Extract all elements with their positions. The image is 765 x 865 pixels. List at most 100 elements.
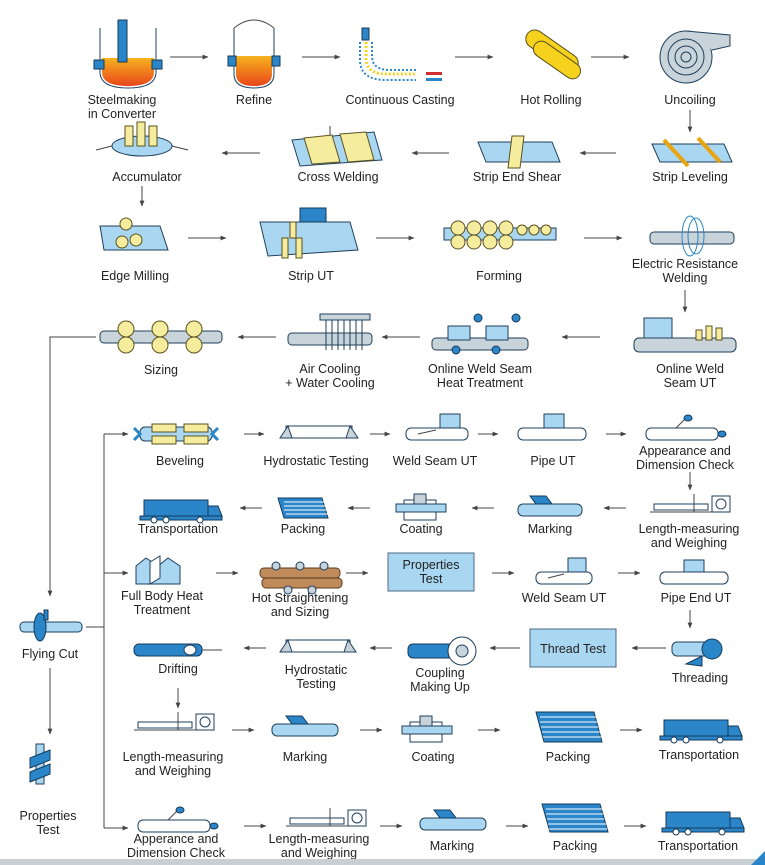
label-marking-3: Marking [430,839,475,853]
refine-ladle-icon [227,19,281,89]
packing-3-icon [541,803,609,833]
strip-ut-icon [259,207,359,259]
truck-2-icon [659,719,743,744]
label-strip-end-shear: Strip End Shear [473,170,561,184]
label-pipe-ut: Pipe UT [530,454,576,468]
label-pipe-end-ut: Pipe End UT [661,591,732,605]
thread-test-box-label: Thread Test [540,642,606,656]
label-flying-cut: Flying Cut [22,647,79,661]
thread-test-box: Thread Test [529,628,617,668]
pipe-end-ut-icon [659,559,729,585]
label-beveling: Beveling [156,454,204,468]
corner-accent [751,851,765,865]
label-marking-1: Marking [528,522,573,536]
label-forming: Forming [476,269,522,283]
flying-cut-icon [19,609,83,642]
label-air-water-cooling: Air Cooling+ Water Cooling [285,362,375,390]
threading-icon [671,638,723,667]
label-hot-rolling: Hot Rolling [520,93,581,107]
marking-2-icon [271,715,339,737]
label-coating-2: Coating [411,750,454,764]
hydrostatic-1-icon [279,424,359,439]
properties-test-left-icon [29,743,51,785]
label-strip-leveling: Strip Leveling [652,170,728,184]
length-weighing-1-icon [650,494,731,513]
label-drifting: Drifting [158,662,198,676]
strip-leveling-icon [651,136,733,168]
hot-rolling-icon [525,29,582,80]
label-weld-seam-ut-1: Weld Seam UT [393,454,478,468]
label-transportation-1: Transportation [138,522,218,536]
edge-milling-icon [99,217,169,251]
label-continuous-casting: Continuous Casting [345,93,454,107]
drifting-icon [133,643,222,657]
marking-3-icon [419,809,487,831]
coupling-icon [407,636,477,666]
strip-end-shear-icon [477,135,561,169]
weld-seam-ut-2-icon [535,557,593,585]
label-threading: Threading [672,671,728,685]
online-weld-ut-icon [633,317,737,353]
online-heat-treatment-icon [431,313,529,355]
erw-icon [649,215,735,257]
hot-straightening-icon [259,561,343,595]
label-transportation-3: Transportation [658,839,738,853]
label-coating-1: Coating [399,522,442,536]
accumulator-icon [95,121,189,157]
coating-1-icon [395,493,447,521]
full-body-ht-icon [135,555,181,585]
hydrostatic-2-icon [279,638,357,653]
continuous-casting-icon [359,27,442,81]
label-edge-milling: Edge Milling [101,269,169,283]
truck-3-icon [661,811,745,836]
label-strip-ut: Strip UT [288,269,334,283]
label-transportation-2: Transportation [659,748,739,762]
truck-1-icon [139,499,223,524]
marking-1-icon [517,495,583,517]
cross-welding-icon [291,126,383,167]
bottom-strip [0,859,765,865]
cooling-icon [287,313,373,350]
sizing-icon [99,320,223,354]
label-sizing: Sizing [144,363,178,377]
beveling-icon [132,423,220,445]
label-packing-2: Packing [546,750,591,764]
coating-2-icon [401,715,453,743]
label-packing-3: Packing [553,839,598,853]
appearance-check-1-icon [645,414,727,441]
label-accumulator: Accumulator [112,170,181,184]
label-packing-1: Packing [281,522,326,536]
appearance-check-2-icon [137,806,219,833]
label-uncoiling: Uncoiling [664,93,715,107]
label-hydrostatic-1: Hydrostatic Testing [263,454,368,468]
packing-1-icon [277,497,329,519]
forming-icon [443,220,557,250]
label-refine: Refine [236,93,272,107]
label-weld-seam-ut-2: Weld Seam UT [522,591,607,605]
label-marking-2: Marking [283,750,328,764]
weld-seam-ut-1-icon [405,413,469,441]
converter-icon [93,19,163,89]
uncoiling-icon [659,30,731,84]
label-cross-welding: Cross Welding [297,170,378,184]
packing-2-icon [535,711,603,743]
length-weighing-2-icon [134,712,215,731]
pipe-ut-icon [517,413,587,441]
